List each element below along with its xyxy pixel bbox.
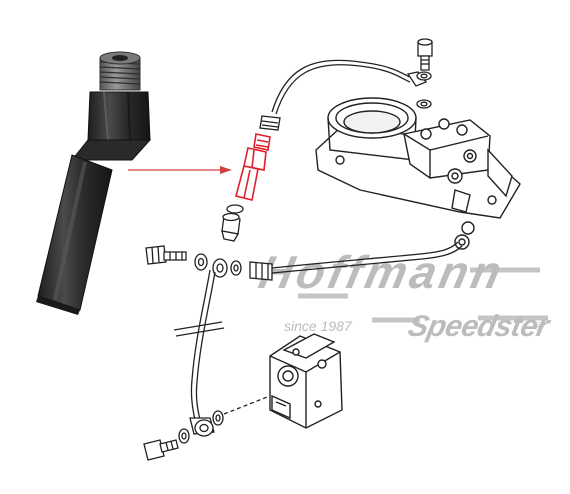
fuel-line-upper — [259, 59, 428, 131]
left-fitting-and-seals — [145, 245, 242, 278]
watermark-brand-line1: Hoffmann — [255, 246, 506, 297]
injection-pump-housing — [315, 97, 521, 250]
nozzle-seal-parts — [221, 204, 244, 242]
pointer-arrow — [128, 166, 232, 174]
banjo-bolt-bottom — [143, 391, 281, 461]
watermark-brand-line2: Speedster — [405, 310, 554, 343]
injector-product-photo — [36, 51, 152, 315]
fuel-line-lower — [173, 269, 225, 437]
hoffmann-speedster-watermark: Hoffmann Speedster ® since 1987 — [255, 246, 555, 342]
fuel-line-middle — [249, 241, 463, 281]
banjo-bolt-top — [416, 38, 433, 109]
watermark-since: since 1987 — [284, 318, 353, 334]
watermark-speed-lines — [298, 267, 548, 323]
fuel-injector-nozzle-highlighted[interactable] — [235, 133, 271, 201]
warm-up-regulator — [269, 333, 343, 429]
watermark-registered-mark: ® — [534, 321, 542, 333]
